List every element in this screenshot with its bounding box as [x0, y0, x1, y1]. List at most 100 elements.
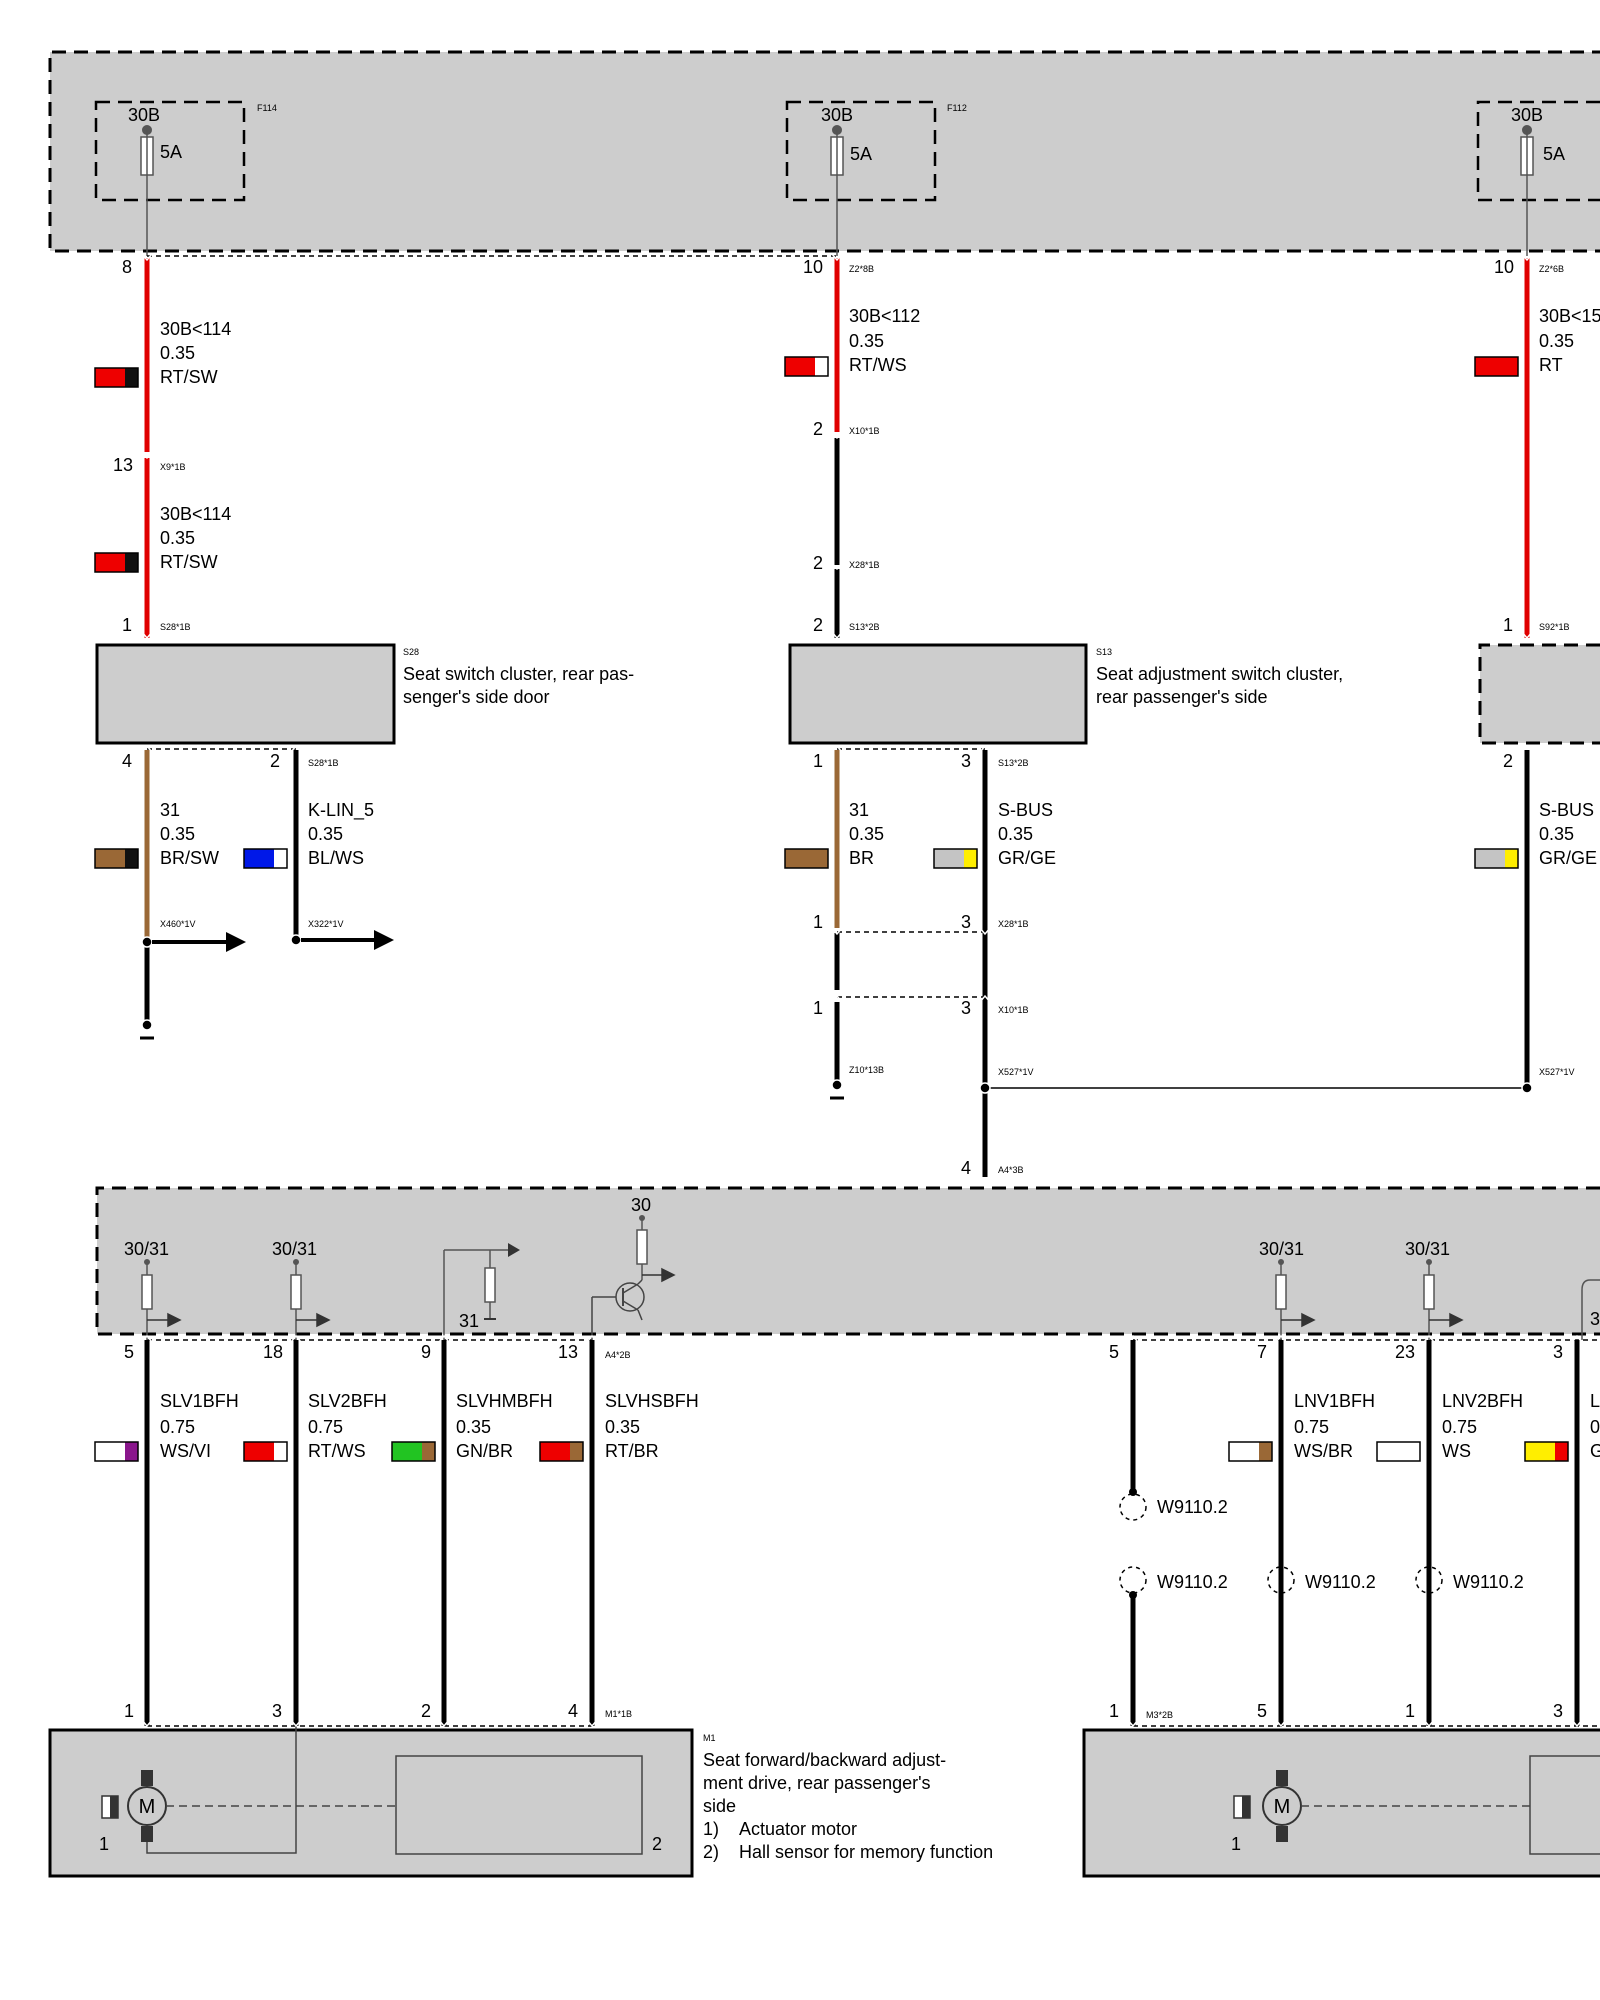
m1-desc-3: side	[703, 1796, 736, 1816]
fuse-box: 30B F114 5A 30B F112 5A 30B 5A	[48, 50, 1600, 257]
splice-label: W9110.2	[1157, 1572, 1228, 1592]
pin-number: 1	[1503, 615, 1513, 635]
wire-color-swatch	[243, 848, 288, 869]
wire-color-swatch	[1228, 1441, 1273, 1462]
fuse-f114-rating: 5A	[160, 142, 182, 162]
pin-number: 2	[813, 553, 823, 573]
connector-id: S28*1B	[160, 622, 191, 632]
connector-id: S92*1B	[1539, 622, 1570, 632]
wire-label-color: RT/BR	[605, 1441, 659, 1461]
pin-number: 3	[272, 1701, 282, 1721]
connector-separators	[837, 931, 985, 998]
splice-markers: W9110.2 W9110.2 W9110.2 W9110.2	[1119, 1488, 1524, 1599]
s28-desc-2: senger's side door	[403, 687, 550, 707]
wire-label-name: SLVHMBFH	[456, 1391, 553, 1411]
splice-label: W9110.2	[1157, 1497, 1228, 1517]
wire-label-name: LNV1BFH	[1294, 1391, 1375, 1411]
wire-label-color: GR/GE	[998, 848, 1056, 868]
connector-id: M1*1B	[605, 1709, 632, 1719]
connector-id: X28*1B	[998, 919, 1029, 929]
connector-id: X460*1V	[160, 919, 196, 929]
wire-label-color: BL/WS	[308, 848, 364, 868]
pin-number: 13	[113, 455, 133, 475]
s28-switch-cluster: S28 Seat switch cluster, rear pas- senge…	[95, 643, 634, 750]
pin-number: 13	[558, 1342, 578, 1362]
wire-label-size: 0.35	[160, 528, 195, 548]
a4-load-label: 3	[1590, 1309, 1600, 1329]
pin-number: 1	[813, 751, 823, 771]
wire-label-size: 0.35	[160, 824, 195, 844]
m1-item-1-no: 1)	[703, 1819, 719, 1839]
fuse-f112-id: F112	[947, 103, 967, 113]
fuse-f112-rating: 5A	[850, 144, 872, 164]
wire-label-name: 30B<15	[1539, 306, 1600, 326]
wire-label-color: RT/WS	[308, 1441, 366, 1461]
wire-label-color: BR/SW	[160, 848, 219, 868]
pin-number: 2	[813, 615, 823, 635]
pin-number: 1	[1109, 1701, 1119, 1721]
connector-id: S13*2B	[849, 622, 880, 632]
wire-label-name: 31	[849, 800, 869, 820]
pin-number: 5	[1257, 1701, 1267, 1721]
fuse-f114-terminal: 30B	[128, 105, 160, 125]
pin-number: 1	[813, 998, 823, 1018]
s28-id: S28	[403, 647, 419, 657]
pin-number: 23	[1395, 1342, 1415, 1362]
m1-desc-1: Seat forward/backward adjust-	[703, 1750, 946, 1770]
s13-desc-2: rear passenger's side	[1096, 687, 1268, 707]
wire-label-name: SLV1BFH	[160, 1391, 239, 1411]
pin-number: 1	[1405, 1701, 1415, 1721]
connector-id: X527*1V	[1539, 1067, 1575, 1077]
wire-color-swatch	[1474, 848, 1519, 869]
connector-id: Z2*8B	[849, 264, 874, 274]
splice-label: W9110.2	[1305, 1572, 1376, 1592]
pin-number: 2	[1503, 751, 1513, 771]
wire-label-name: 30B<114	[160, 319, 231, 339]
fuse-f114-id: F114	[257, 103, 277, 113]
connector-id: X322*1V	[308, 919, 344, 929]
m1-item-2-no: 2)	[703, 1842, 719, 1862]
wire-label-size: 0.35	[998, 824, 1033, 844]
m1-internal-pin-2: 2	[652, 1834, 662, 1854]
pin-number: 3	[1553, 1342, 1563, 1362]
wire-label-name: 31	[160, 800, 180, 820]
wire-label-size: 0.35	[849, 331, 884, 351]
pin-number: 10	[803, 257, 823, 277]
wire-label-color: WS/BR	[1294, 1441, 1353, 1461]
wire-label-color: WS/VI	[160, 1441, 211, 1461]
wire-color-swatch	[784, 848, 829, 869]
pin-number: 3	[961, 751, 971, 771]
fuse-f112-terminal: 30B	[821, 105, 853, 125]
wire-label-color: WS	[1442, 1441, 1471, 1461]
pin-number: 1	[124, 1701, 134, 1721]
wire-color-swatch	[1376, 1441, 1421, 1462]
splice-label: W9110.2	[1453, 1572, 1524, 1592]
motor-icon: M	[1274, 1796, 1291, 1818]
wire-label-size: 0.35	[160, 343, 195, 363]
wire-label-name: L	[1590, 1391, 1600, 1411]
pin-number: 7	[1257, 1342, 1267, 1362]
m1-item-2: Hall sensor for memory function	[739, 1842, 993, 1862]
wire-label-color: GR/GE	[1539, 848, 1597, 868]
wire-label-size: 0.75	[1442, 1417, 1477, 1437]
connector-id: X9*1B	[160, 462, 186, 472]
s92-module	[1478, 643, 1600, 745]
pin-number: 2	[270, 751, 280, 771]
wire-color-swatch	[1474, 356, 1519, 377]
a4-load-label: 31	[459, 1311, 479, 1331]
a4-control-module: 30/31 30/31 31 30	[95, 1186, 1600, 1341]
s13-desc-1: Seat adjustment switch cluster,	[1096, 664, 1343, 684]
pin-number: 3	[1553, 1701, 1563, 1721]
s28-desc-1: Seat switch cluster, rear pas-	[403, 664, 634, 684]
wire-color-swatch	[391, 1441, 436, 1462]
m1-internal-pin-1: 1	[99, 1834, 109, 1854]
splice-points	[140, 930, 1533, 1100]
s13-id: S13	[1096, 647, 1112, 657]
wire-color-swatch	[784, 356, 829, 377]
pin-number: 2	[421, 1701, 431, 1721]
wire-label-name: 30B<114	[160, 504, 231, 524]
wire-label-size: 0.75	[308, 1417, 343, 1437]
wire-label-size: 0.35	[849, 824, 884, 844]
connector-id: M3*2B	[1146, 1710, 1173, 1720]
wire-label-color: G	[1590, 1441, 1600, 1461]
